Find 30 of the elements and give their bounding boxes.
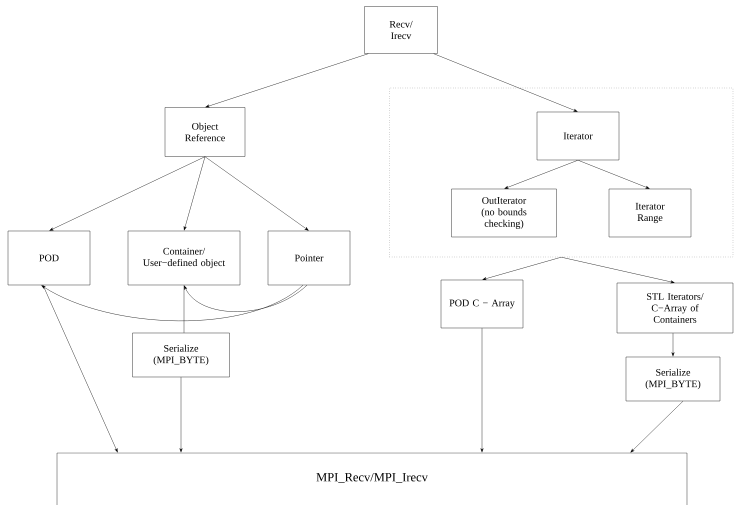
arrow <box>41 285 304 322</box>
process-box: Container/ User−defined object <box>128 230 240 286</box>
arrow <box>184 156 206 230</box>
arrow <box>561 257 675 284</box>
process-box: POD C − Array <box>440 280 524 328</box>
arrow <box>672 333 674 356</box>
arrow <box>482 257 562 280</box>
process-box: OutIterator (no bounds checking) <box>451 188 557 238</box>
arrow <box>204 156 309 231</box>
arrow <box>184 285 308 312</box>
arrow <box>42 285 118 452</box>
process-box: Recv/ Irecv <box>364 6 438 54</box>
process-box: Object Reference <box>164 107 246 157</box>
arrow <box>578 160 650 189</box>
arrow <box>630 401 684 453</box>
arrow <box>504 160 578 189</box>
arrow <box>180 377 183 452</box>
process-box: STL Iterators/ C−Array of Containers <box>616 282 734 334</box>
process-box: Serialize (MPI_BYTE) <box>132 332 230 378</box>
target-box: MPI_Recv/MPI_Irecv <box>56 452 688 505</box>
process-box: Pointer <box>268 230 350 286</box>
arrow <box>480 328 484 452</box>
process-box: Iterator Range <box>608 188 692 238</box>
group-box <box>389 88 734 258</box>
arrow <box>205 54 368 108</box>
process-box: Serialize (MPI_BYTE) <box>626 356 720 402</box>
process-box: Iterator <box>536 112 620 160</box>
arrow <box>49 156 206 231</box>
arrow <box>434 54 578 112</box>
process-box: POD <box>8 230 90 286</box>
